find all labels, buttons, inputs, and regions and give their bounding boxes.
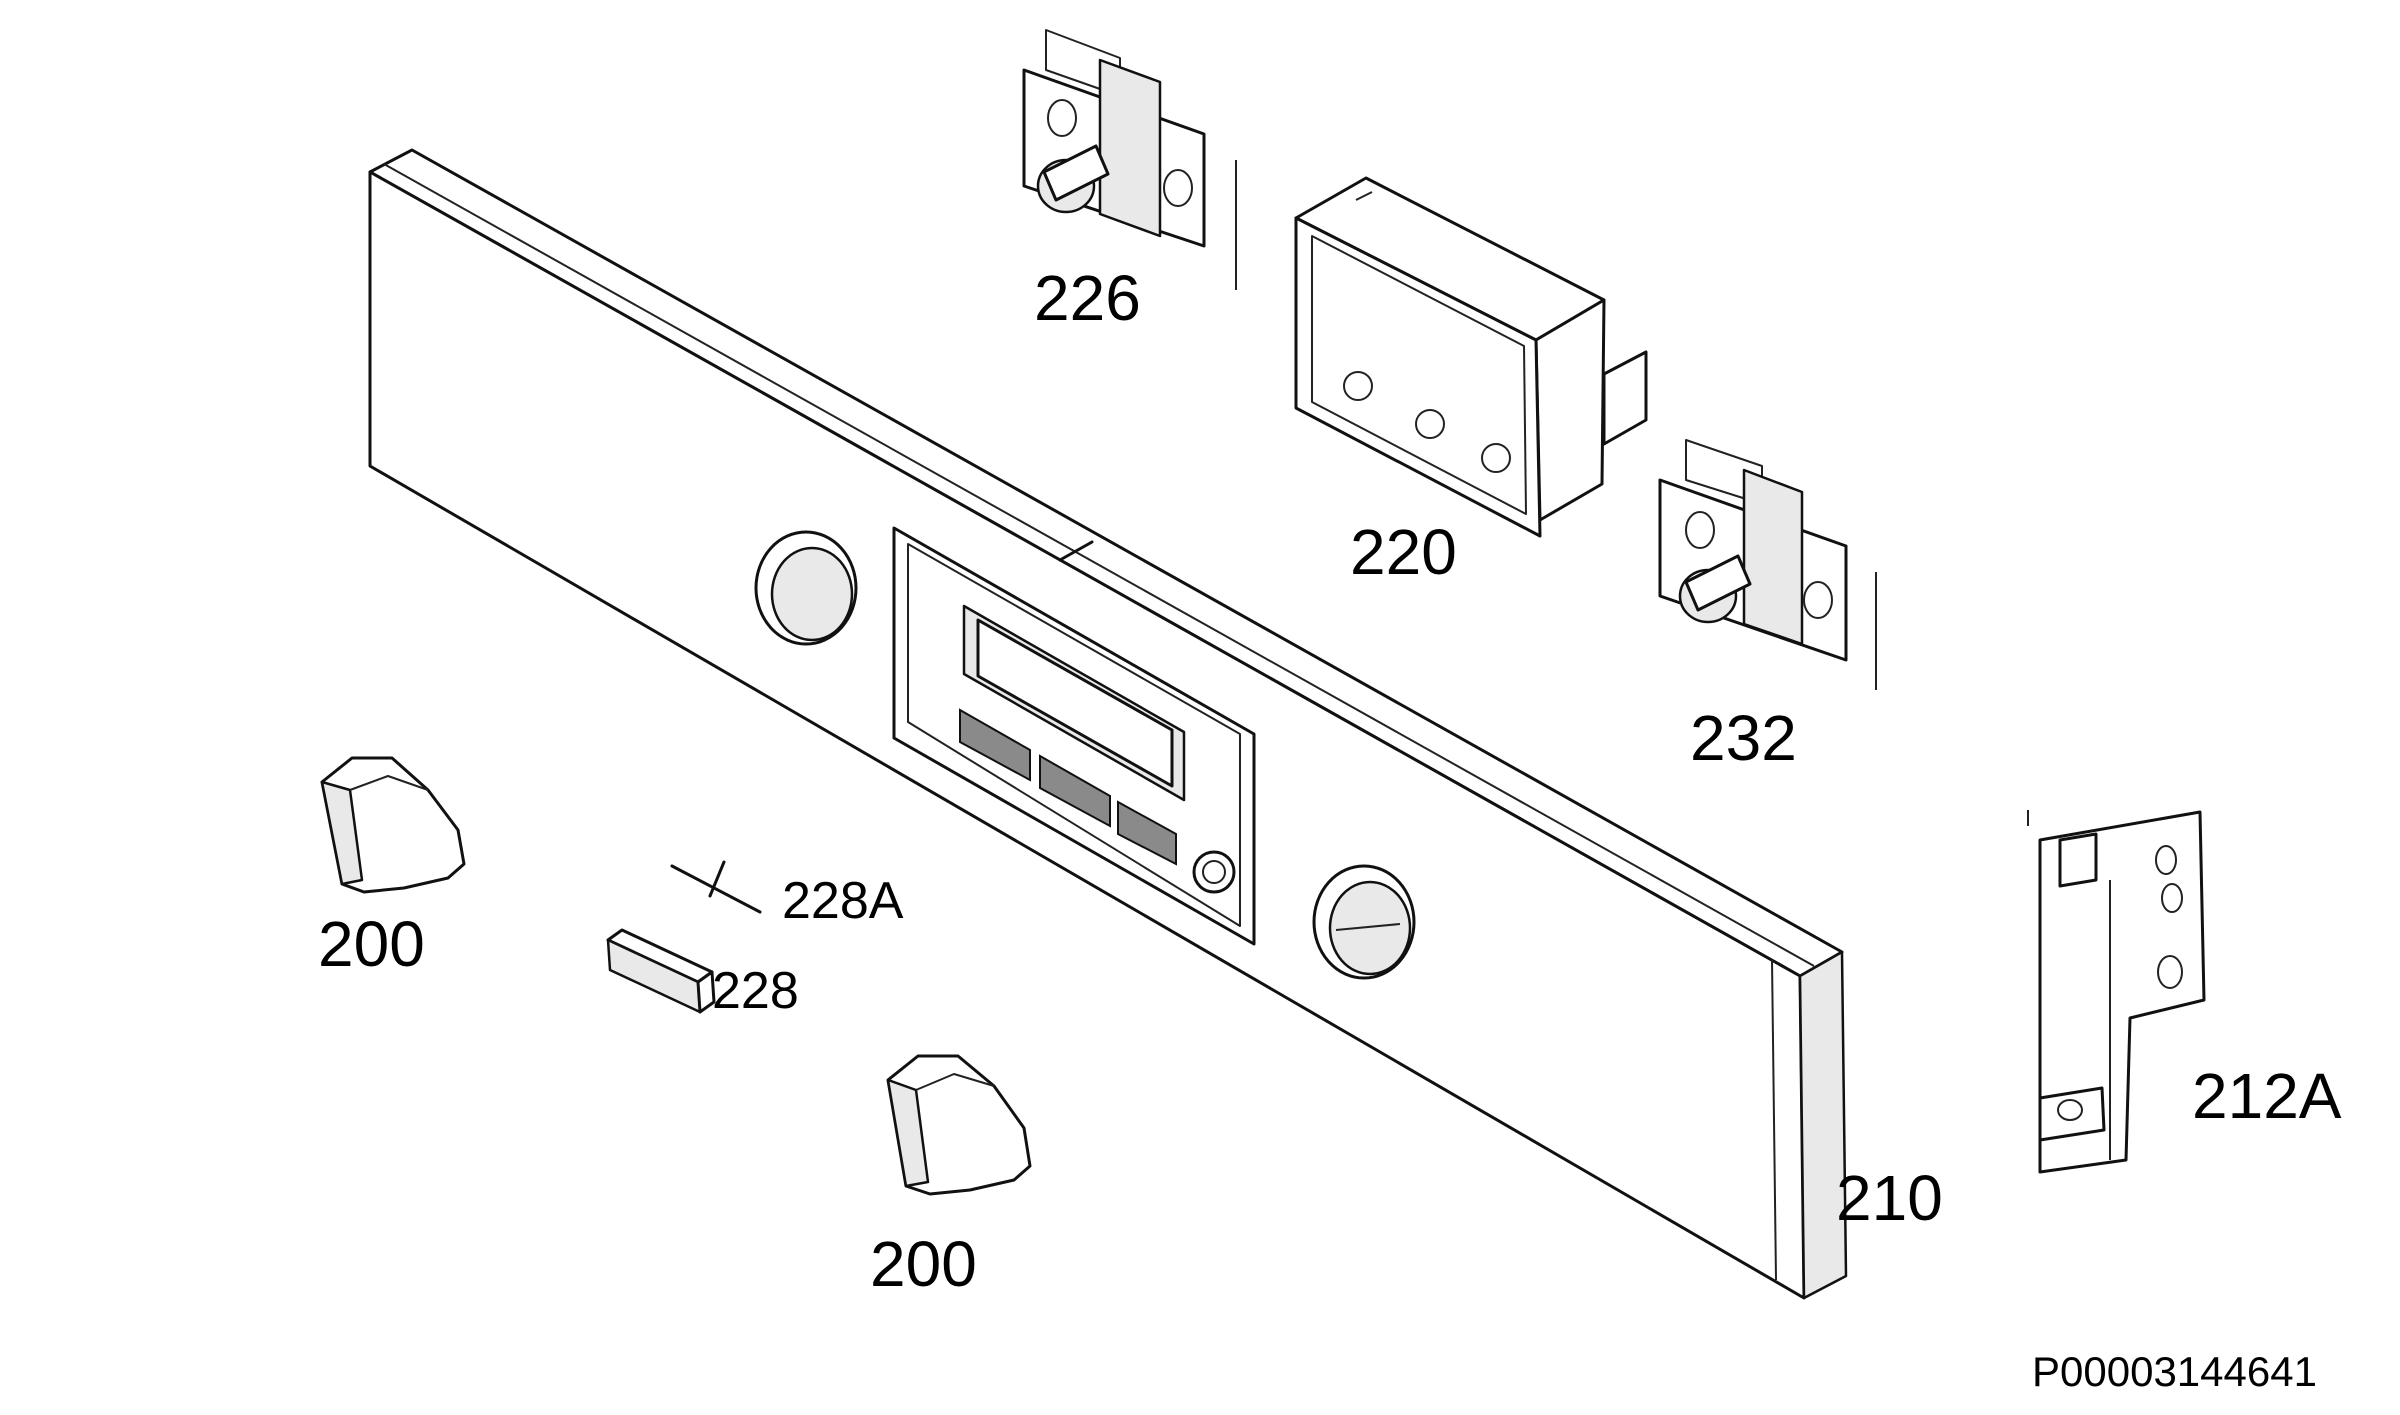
panel-knob-hole-left: [754, 530, 858, 646]
label-212A: 212A: [2192, 1060, 2342, 1132]
mounting-bracket-part: [2027, 810, 2206, 1174]
rotary-switch-right-part: [1658, 439, 1877, 690]
knob-bottom-part: [886, 1054, 1032, 1196]
label-200-bottom: 200: [870, 1228, 977, 1300]
rotary-switch-top-part: [1022, 29, 1237, 290]
label-220: 220: [1350, 516, 1457, 588]
push-button-part: [606, 928, 716, 1014]
label-200-left: 200: [318, 908, 425, 980]
push-rod-part: [670, 860, 762, 914]
label-232: 232: [1690, 702, 1797, 774]
label-228A: 228A: [782, 872, 904, 930]
document-code: P00003144641: [2032, 1348, 2317, 1395]
display-housing-part: [1294, 176, 1648, 538]
label-228: 228: [712, 962, 799, 1020]
panel-knob-hole-right: [1312, 864, 1416, 980]
control-panel-part: [368, 148, 1848, 1300]
knob-left-part: [320, 756, 466, 894]
label-226: 226: [1034, 262, 1141, 334]
panel-display-frame: [892, 526, 1256, 946]
label-210: 210: [1836, 1162, 1943, 1234]
